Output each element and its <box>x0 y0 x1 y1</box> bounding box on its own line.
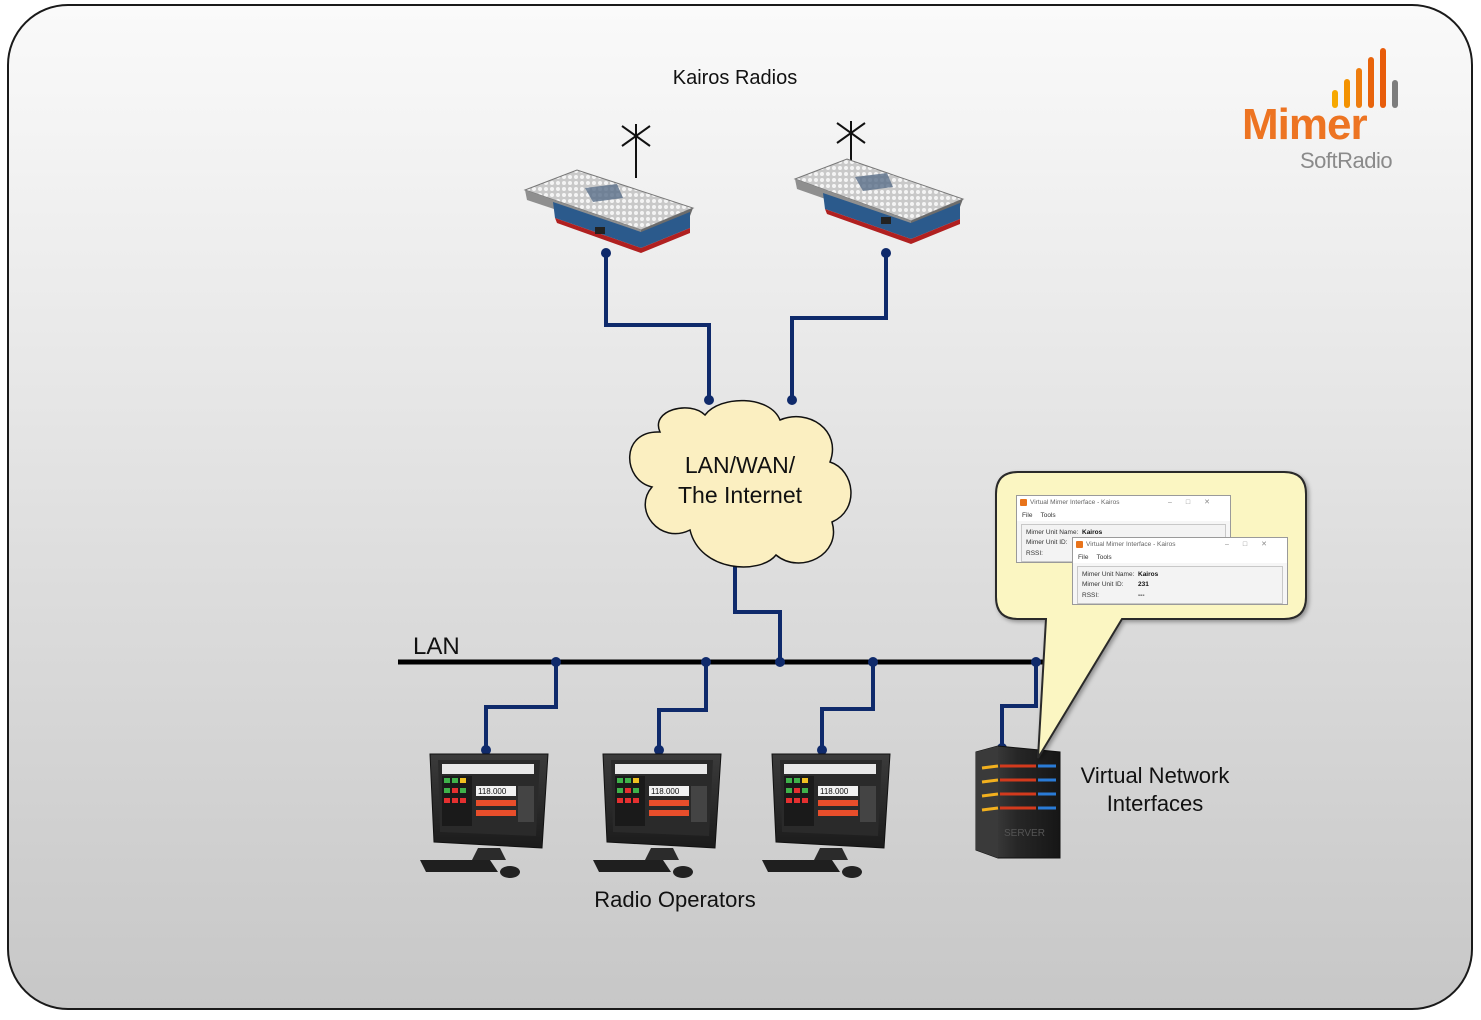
field-row: RSSI: <box>1026 549 1043 557</box>
freq-readout: 118.000 <box>820 787 849 796</box>
app-icon <box>1076 541 1083 548</box>
field-row: Mimer Unit Name:Kairos <box>1082 570 1159 578</box>
vni-label-line2: Interfaces <box>1106 791 1204 816</box>
mimer-logo-bars <box>1332 48 1398 108</box>
window-body: Mimer Unit Name:Kairos Mimer Unit ID:231… <box>1077 566 1283 604</box>
freq-readout: 118.000 <box>478 787 507 796</box>
antenna-icon <box>621 124 651 178</box>
kairos-radio-1 <box>523 124 695 253</box>
vni-label: Virtual Network Interfaces <box>1060 762 1250 818</box>
kairos-radio-2 <box>793 121 965 244</box>
window-menubar: File Tools <box>1017 509 1230 521</box>
window-titlebar: Virtual Mimer Interface - Kairos –□✕ <box>1017 496 1230 509</box>
cloud-label-line2: The Internet <box>677 482 803 508</box>
field-row: Mimer Unit Name:Kairos <box>1026 528 1103 536</box>
window-titlebar: Virtual Mimer Interface - Kairos –□✕ <box>1073 538 1287 551</box>
mimer-logo-subtitle: SoftRadio <box>1300 148 1393 173</box>
vni-label-line1: Virtual Network <box>1080 763 1230 788</box>
lan-label: LAN <box>413 633 460 660</box>
window-menubar: File Tools <box>1073 551 1287 563</box>
wire-lan-op3 <box>820 662 875 750</box>
menu-file[interactable]: File <box>1078 553 1089 561</box>
operator-workstation-1: 118.000 <box>420 753 549 878</box>
radio-operators-label: Radio Operators <box>594 887 756 912</box>
mimer-logo-wordmark: Mimer <box>1242 100 1368 149</box>
menu-file[interactable]: File <box>1022 511 1033 519</box>
menu-tools[interactable]: Tools <box>1040 511 1056 519</box>
cloud-label-line1: LAN/WAN/ <box>684 452 796 478</box>
wire-lan-server <box>1000 662 1038 748</box>
cloud-label: LAN/WAN/ The Internet <box>640 450 840 510</box>
window-title: Virtual Mimer Interface - Kairos <box>1086 541 1176 548</box>
operator-workstation-3: 118.000 <box>762 753 891 878</box>
wire-radio2-cloud <box>790 253 888 400</box>
menu-tools[interactable]: Tools <box>1096 553 1112 561</box>
wire-lan-op1 <box>484 662 558 750</box>
field-row: Mimer Unit ID: <box>1026 539 1068 547</box>
window-controls[interactable]: –□✕ <box>1225 541 1281 548</box>
server-icon: SERVER <box>975 745 1061 859</box>
cloud-shape <box>629 399 852 568</box>
wire-cloud-lan <box>733 560 782 662</box>
window-title: Virtual Mimer Interface - Kairos <box>1030 499 1120 506</box>
server-text: SERVER <box>1004 828 1045 839</box>
radios-title: Kairos Radios <box>672 67 798 89</box>
operator-workstation-2: 118.000 <box>593 753 722 878</box>
app-icon <box>1020 499 1027 506</box>
wire-radio1-cloud <box>604 253 711 400</box>
field-row: RSSI:--- <box>1082 591 1145 599</box>
wires <box>484 253 1038 750</box>
field-row: Mimer Unit ID:231 <box>1082 581 1149 589</box>
freq-readout: 118.000 <box>651 787 680 796</box>
wire-lan-op2 <box>657 662 708 750</box>
window-controls[interactable]: –□✕ <box>1168 499 1224 506</box>
virtual-mimer-window-front: Virtual Mimer Interface - Kairos –□✕ Fil… <box>1072 537 1288 605</box>
junction-dots <box>481 248 1041 755</box>
